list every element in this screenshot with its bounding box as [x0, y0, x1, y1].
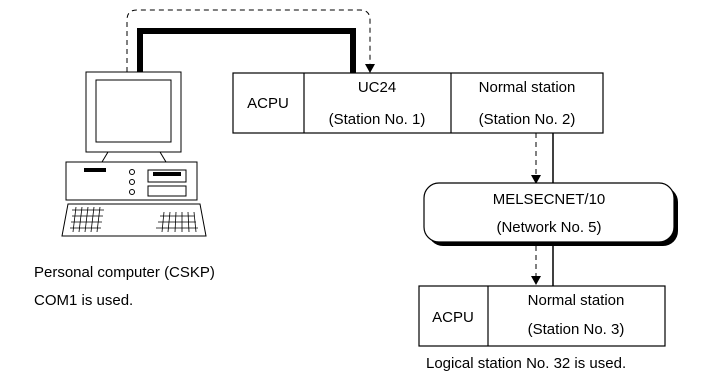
station-bottom-normal-number: (Station No. 3)	[528, 321, 625, 338]
station-bottom-acpu-label: ACPU	[432, 309, 474, 326]
logical-station-note: Logical station No. 32 is used.	[426, 355, 626, 372]
station-bottom-normal-label: Normal station	[528, 292, 625, 309]
station-top-box	[232, 72, 604, 134]
arrowhead-station3	[531, 276, 541, 285]
network-name: MELSECNET/10	[493, 191, 606, 208]
station-bottom-box	[418, 285, 666, 347]
arrowhead-uc24	[365, 64, 375, 73]
station-top-acpu-label: ACPU	[247, 95, 289, 112]
uc24-station-number: (Station No. 1)	[329, 111, 426, 128]
pc-caption-line1: Personal computer (CSKP)	[34, 264, 215, 281]
personal-computer-icon	[61, 71, 207, 237]
uc24-label: UC24	[358, 79, 396, 96]
arrowhead-network	[531, 175, 541, 184]
network-box	[423, 182, 678, 246]
station-top-normal-number: (Station No. 2)	[479, 111, 576, 128]
station-top-normal-label: Normal station	[479, 79, 576, 96]
network-number: (Network No. 5)	[496, 219, 601, 236]
pc-caption-line2: COM1 is used.	[34, 292, 133, 309]
dashed-route-pc-to-uc24	[126, 9, 371, 72]
cable-pc-to-uc24	[137, 28, 356, 73]
